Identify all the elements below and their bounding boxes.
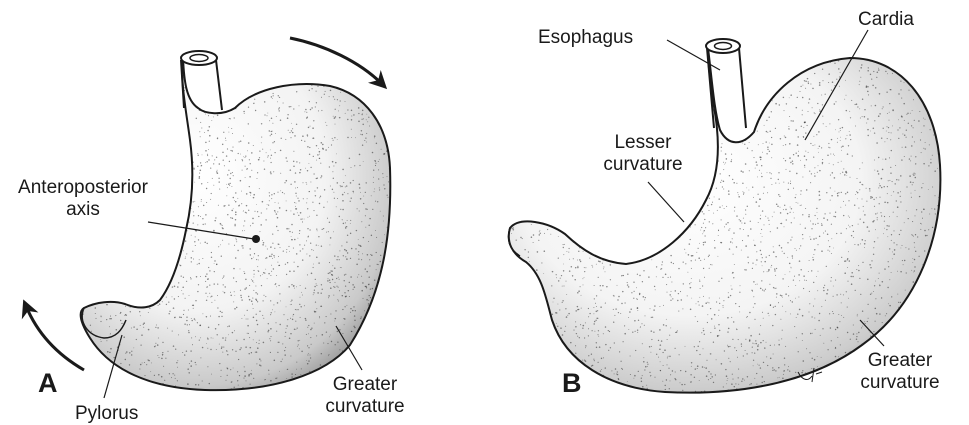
greater-a-line1: Greater (300, 374, 430, 396)
greater-curvature-b-label: Greater curvature (835, 350, 965, 394)
greater-b-line2: curvature (835, 372, 965, 394)
lesser-curvature-leader-line (648, 182, 684, 222)
esophagus-a-opening (181, 51, 217, 65)
rotation-arrow-left (26, 306, 84, 370)
axis-label-line1: Anteroposterior (8, 177, 158, 199)
greater-curvature-a-label: Greater curvature (300, 374, 430, 418)
rotation-arrow-top (290, 38, 382, 84)
lesser-curvature-label: Lesser curvature (578, 132, 708, 176)
cardia-label: Cardia (858, 9, 914, 31)
anteroposterior-axis-label: Anteroposterior axis (8, 177, 158, 221)
panel-a-letter: A (38, 368, 58, 399)
stomach-b-body (509, 48, 941, 393)
greater-b-line1: Greater (835, 350, 965, 372)
greater-a-line2: curvature (300, 396, 430, 418)
lesser-line1: Lesser (578, 132, 708, 154)
lesser-line2: curvature (578, 154, 708, 176)
esophagus-label: Esophagus (538, 27, 633, 49)
pylorus-label: Pylorus (75, 403, 138, 425)
panel-b-letter: B (562, 368, 582, 399)
panel-b (508, 30, 940, 393)
axis-label-line2: axis (8, 199, 158, 221)
esophagus-b-opening (706, 39, 740, 53)
